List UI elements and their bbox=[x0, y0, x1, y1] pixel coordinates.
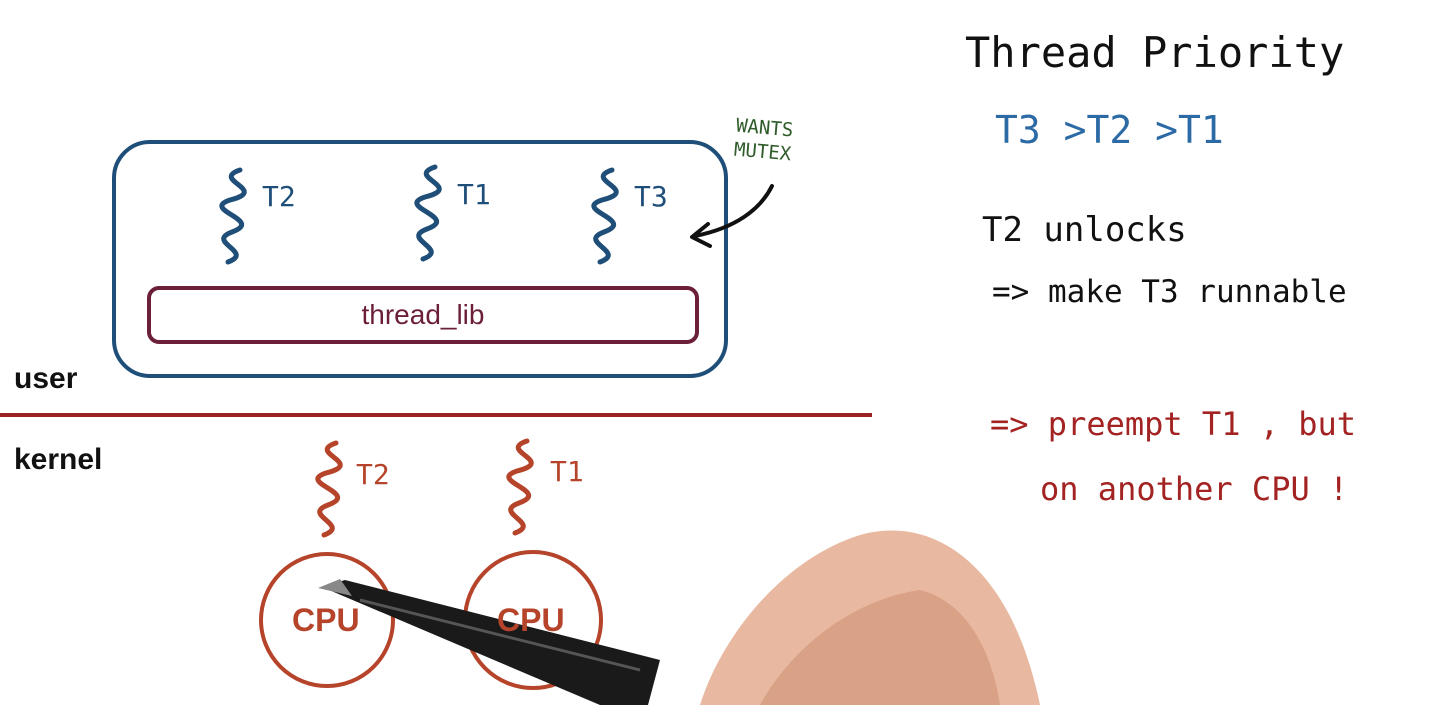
kernel-thread-label-1: T2 bbox=[356, 458, 390, 491]
note-line-3: => preempt T1 , but bbox=[990, 405, 1357, 443]
user-thread-label-3: T3 bbox=[634, 180, 668, 213]
cpu-circle-1 bbox=[259, 552, 395, 688]
user-kernel-divider bbox=[0, 413, 872, 417]
priority-order: T3 >T2 >T1 bbox=[995, 108, 1224, 152]
notes-title: Thread Priority bbox=[965, 28, 1345, 77]
user-thread-squiggle-2 bbox=[414, 164, 442, 262]
thread-lib-label: thread_lib bbox=[361, 299, 485, 330]
note-line-4: on another CPU ! bbox=[1040, 470, 1349, 508]
user-thread-squiggle-1 bbox=[219, 167, 247, 265]
cpu-label-1: CPU bbox=[292, 602, 360, 638]
pen-tip bbox=[318, 579, 352, 596]
thread-lib-box: thread_lib bbox=[147, 286, 699, 344]
user-thread-squiggle-3 bbox=[591, 167, 619, 265]
kernel-thread-squiggle-2 bbox=[506, 438, 534, 536]
annotation-line-2: MUTEX bbox=[733, 138, 793, 166]
note-line-2: => make T3 runnable bbox=[992, 274, 1347, 310]
user-space-label: user bbox=[14, 362, 78, 395]
user-thread-label-1: T2 bbox=[262, 180, 296, 213]
user-thread-label-2: T1 bbox=[457, 178, 491, 211]
hand-shadow bbox=[760, 590, 1000, 705]
kernel-thread-label-2: T1 bbox=[550, 455, 584, 488]
pen-graphic bbox=[322, 580, 660, 705]
user-process-box bbox=[112, 140, 728, 378]
pen-highlight bbox=[359, 598, 641, 672]
note-line-1: T2 unlocks bbox=[982, 210, 1187, 250]
annotation-arrow bbox=[693, 184, 774, 238]
annotation-arrowhead bbox=[690, 222, 712, 248]
cpu-label-2: CPU bbox=[497, 602, 565, 638]
wants-mutex-annotation: WANTS MUTEX bbox=[733, 114, 794, 167]
kernel-thread-squiggle-1 bbox=[315, 440, 343, 538]
kernel-space-label: kernel bbox=[14, 443, 103, 476]
